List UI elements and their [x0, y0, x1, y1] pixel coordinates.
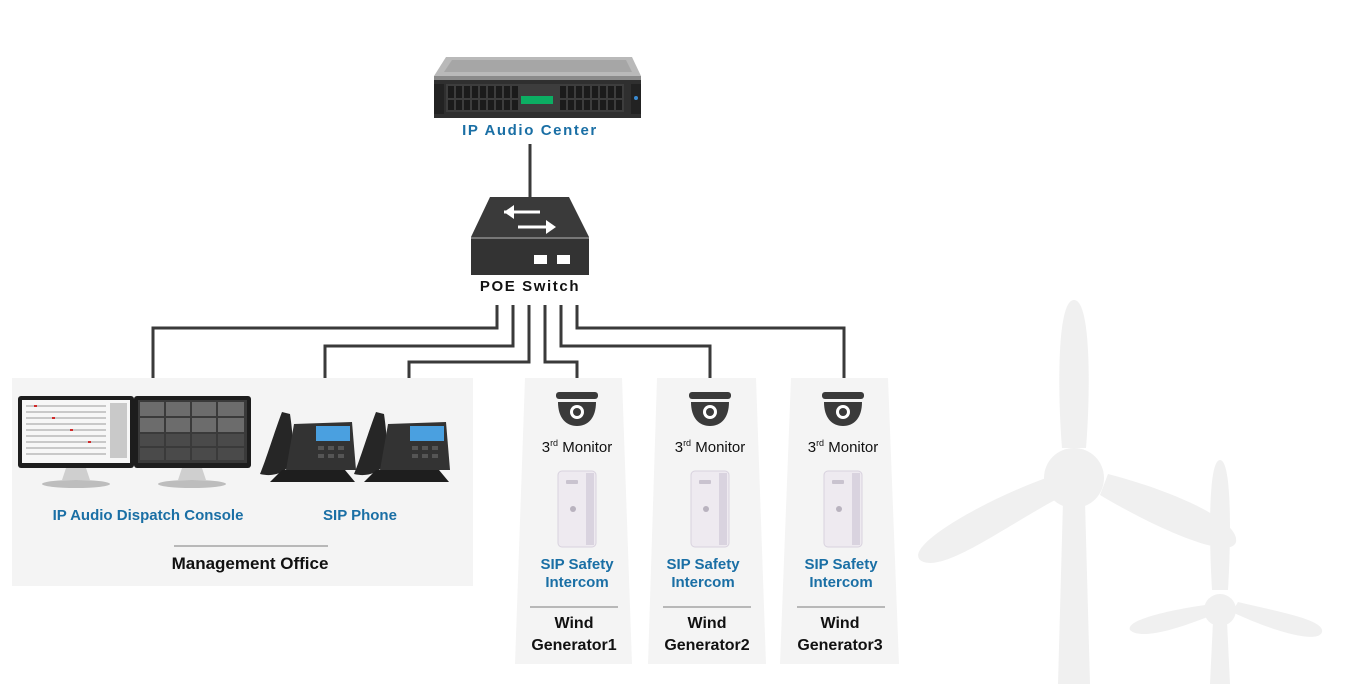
- sip-phone-label: SIP Phone: [323, 507, 397, 524]
- sip-safety-intercom-icon: [690, 470, 730, 548]
- label-dividers: [174, 545, 885, 608]
- poe-switch-icon: [471, 197, 589, 275]
- switch-label: POE Switch: [479, 278, 581, 295]
- third-party-monitor-label: 3rd Monitor: [807, 438, 879, 456]
- dome-camera-icon: [822, 392, 864, 426]
- sip-safety-intercom-icon: [823, 470, 863, 548]
- dispatch-console-monitor-right-icon: [134, 396, 251, 488]
- management-office-title: Management Office: [171, 554, 329, 573]
- sip-phone-icon: [260, 412, 356, 482]
- dome-camera-icon: [689, 392, 731, 426]
- server-label: IP Audio Center: [462, 122, 598, 139]
- server-icon: [434, 57, 641, 118]
- wind-turbine-watermark: [918, 300, 1323, 684]
- dome-camera-icon: [556, 392, 598, 426]
- connection-lines: [151, 144, 846, 378]
- dispatch-console-label: IP Audio Dispatch Console: [52, 507, 244, 524]
- third-party-monitor-label: 3rd Monitor: [541, 438, 613, 456]
- third-party-monitor-label: 3rd Monitor: [674, 438, 746, 456]
- sip-safety-intercom-icon: [557, 470, 597, 548]
- sip-phone-icon: [354, 412, 450, 482]
- dispatch-console-monitor-left-icon: [18, 396, 134, 488]
